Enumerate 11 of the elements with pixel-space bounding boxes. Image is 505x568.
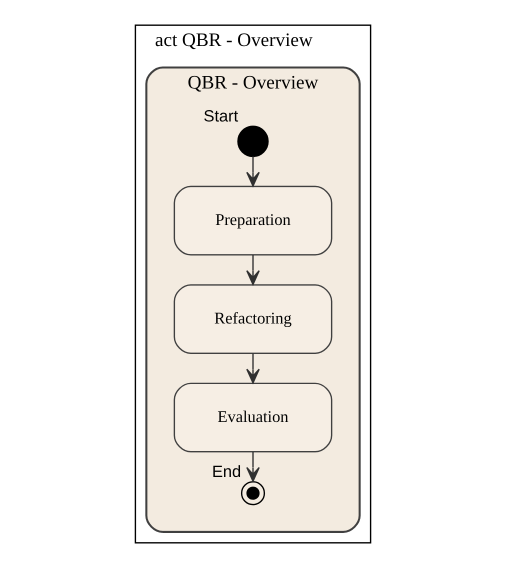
node-box: Evaluation [173, 382, 332, 452]
node-label: Start [203, 108, 238, 126]
node-box: Preparation [173, 186, 332, 256]
node-label: End [211, 463, 241, 482]
arrow [246, 254, 260, 286]
arrow [246, 452, 260, 482]
node-bullseye [240, 481, 265, 506]
node-circle [236, 126, 268, 158]
arrow [246, 353, 260, 384]
arrow [246, 156, 260, 187]
node-box: Refactoring [173, 284, 332, 354]
